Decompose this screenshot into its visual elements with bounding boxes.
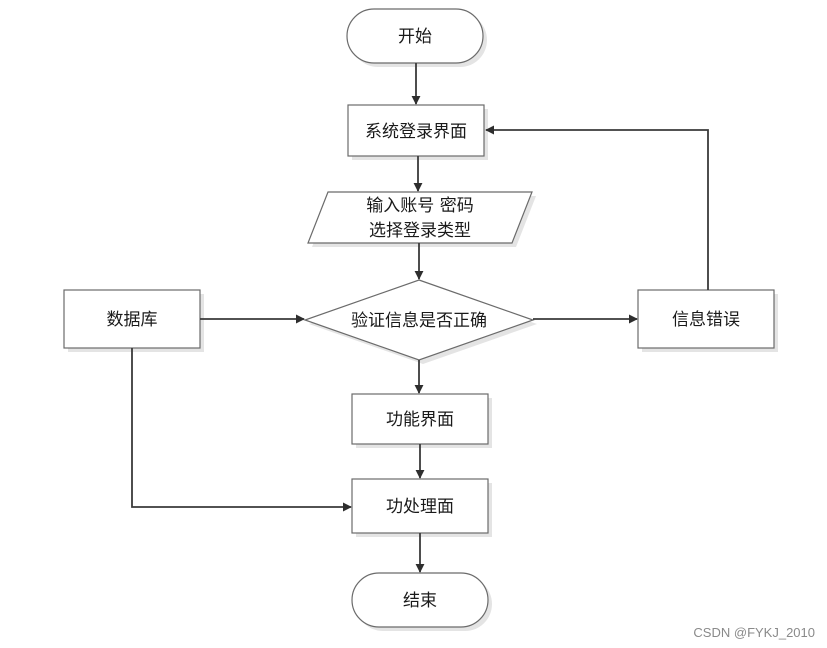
end-node: 结束 [351,572,492,631]
verify-node: 验证信息是否正确 [303,279,537,364]
error-node: 信息错误 [637,289,778,352]
start-label: 开始 [398,27,432,47]
end-label: 结束 [403,591,437,611]
input-label-line2: 选择登录类型 [369,221,471,241]
process-page-label: 功处理面 [386,497,454,517]
input-label-line1: 输入账号 密码 [366,196,473,216]
input-node: 输入账号 密码 选择登录类型 [307,191,536,247]
login-page-node: 系统登录界面 [347,104,488,160]
edge-database-to-process [131,348,352,512]
watermark: CSDN @FYKJ_2010 [693,625,815,640]
process-page-node: 功处理面 [351,478,492,537]
database-label: 数据库 [107,310,158,330]
database-node: 数据库 [63,289,204,352]
start-node: 开始 [346,8,487,67]
function-page-label: 功能界面 [386,410,454,430]
function-page-node: 功能界面 [351,393,492,448]
edge-error-to-login [485,125,709,290]
login-page-label: 系统登录界面 [365,122,467,142]
error-label: 信息错误 [672,310,740,330]
verify-label: 验证信息是否正确 [351,311,487,331]
